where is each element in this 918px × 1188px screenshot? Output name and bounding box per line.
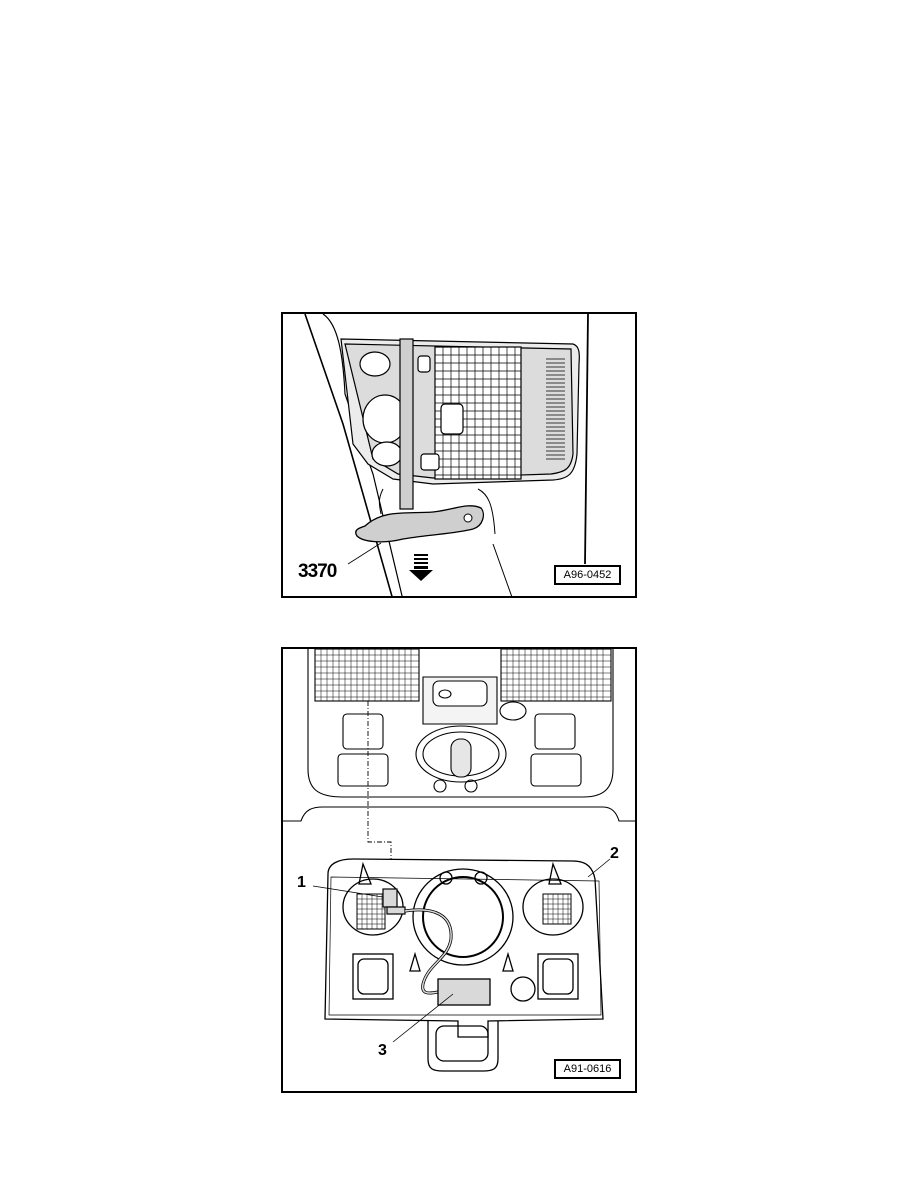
callout-connector: 1 <box>297 874 306 891</box>
callout-tool-3370: 3370 <box>298 561 337 582</box>
figure-ref-code: A96-0452 <box>554 565 621 585</box>
roof-console-illustration <box>304 314 589 596</box>
callout-module: 3 <box>378 1042 387 1059</box>
figure-roof-console-exploded: 1 2 3 A91-0616 <box>281 647 637 1093</box>
pull-direction-arrow-icon <box>409 554 433 581</box>
callout-roof-console: 2 <box>610 845 619 862</box>
console-exploded-illustration <box>283 649 635 1072</box>
figure-ref-code: A91-0616 <box>554 1059 621 1079</box>
figure-tool-3370: 3370 A96-0452 <box>281 312 637 598</box>
